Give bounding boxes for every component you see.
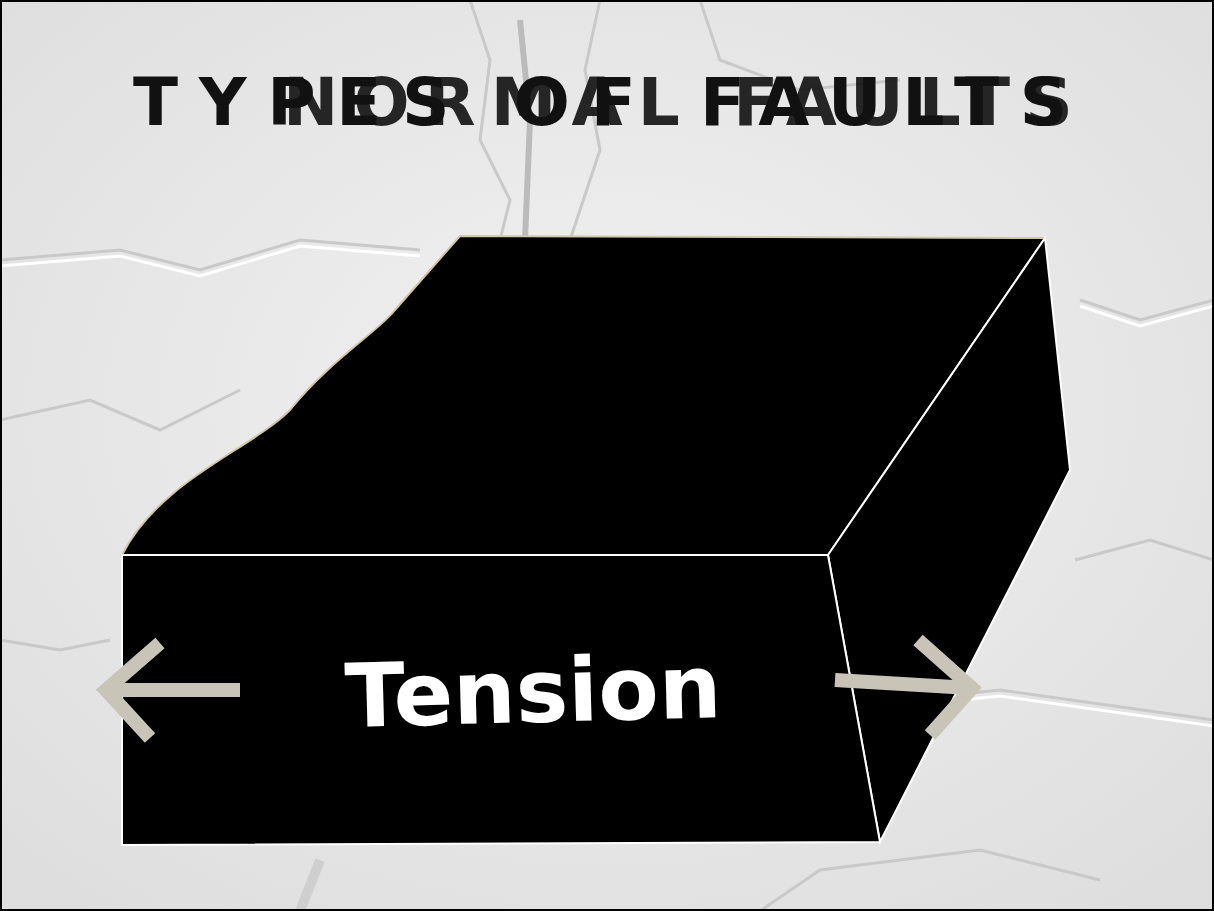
overlapping-title: NORMAL FAULTS	[283, 70, 1088, 136]
left-arrow-shaft	[108, 683, 240, 697]
stress-label: Tension	[344, 643, 723, 741]
block-front-face	[122, 555, 880, 845]
right-arrow-head	[918, 640, 972, 735]
left-arrow-head	[106, 643, 160, 738]
block-outline	[95, 228, 1080, 853]
fault-block: Tension	[95, 228, 1080, 853]
right-arrow-shaft	[835, 680, 970, 688]
